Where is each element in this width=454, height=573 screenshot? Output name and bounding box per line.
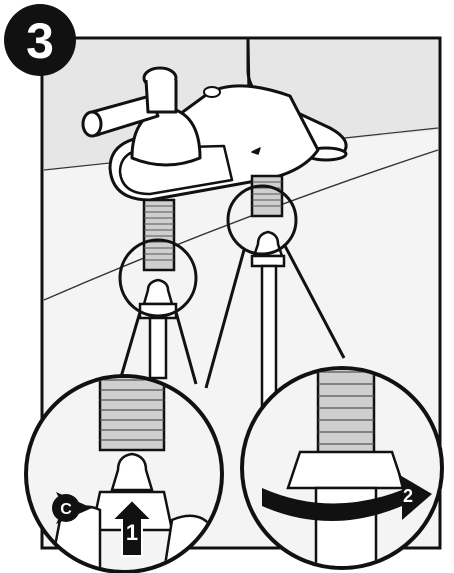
- rotate-step-number: 2: [403, 486, 413, 506]
- shank-right: [252, 176, 282, 216]
- step-number: 3: [26, 13, 54, 69]
- connector-callout-letter: C: [60, 501, 72, 518]
- shank-left: [144, 200, 174, 270]
- push-step-number: 1: [126, 520, 138, 545]
- step-number-badge: 3: [4, 4, 76, 76]
